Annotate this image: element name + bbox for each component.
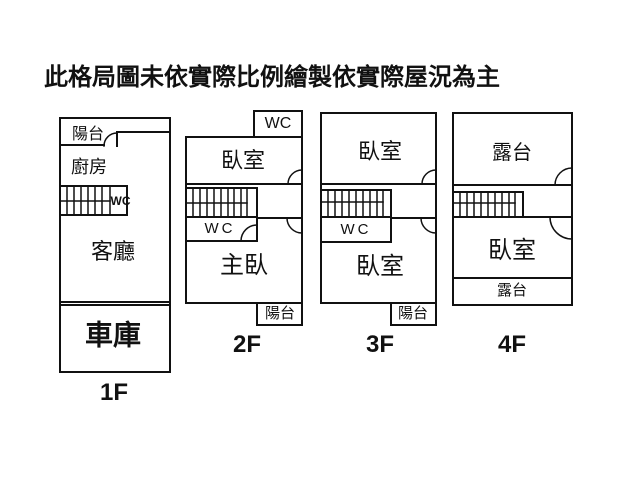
2f-stairs [185, 187, 258, 242]
4f-terrace-bottom-label: 露台 [496, 281, 528, 299]
floorplan-4f-outline [452, 112, 573, 306]
2f-wc-walls [185, 216, 258, 242]
2f-outer-wall [185, 136, 303, 304]
1f-balcony-step-wall [116, 131, 171, 147]
1f-wc-label: WC [110, 194, 131, 208]
3f-balcony-label: 陽台 [397, 304, 429, 322]
4f-stairs [452, 191, 524, 218]
1f-kitchen-label: 廚房 [71, 157, 107, 178]
4f-terrace-top-label: 露台 [492, 142, 532, 164]
2f-master-bedroom-label: 主臥 [220, 251, 268, 279]
2f-balcony-label: 陽台 [264, 304, 296, 322]
1f-outer-wall [59, 117, 171, 373]
1f-balcony-label: 陽台 [71, 126, 105, 144]
2f-bedroom-door-arc [287, 169, 303, 185]
2f-corridor-door-arc [286, 217, 303, 234]
2f-wc-door-arc [240, 224, 258, 242]
1f-balcony-door-arc [103, 132, 118, 147]
3f-outer-wall [320, 112, 437, 304]
1f-stairs [59, 185, 128, 216]
floor-tag-2f: 2F [232, 331, 262, 358]
3f-bedroom-door-arc [421, 169, 437, 185]
1f-garage-wall [59, 301, 171, 306]
3f-bedroom-bottom-label: 臥室 [356, 252, 404, 280]
1f-living-room-label: 客廳 [90, 238, 136, 264]
floor-tag-4f: 4F [497, 331, 527, 358]
floorplan-2f-outline [185, 110, 303, 326]
3f-corridor-door-arc [420, 217, 437, 234]
3f-wc-walls [320, 216, 392, 243]
floor-tag-1f: 1F [99, 379, 129, 406]
3f-balcony-box [390, 302, 437, 326]
4f-corridor-door-arc [549, 216, 573, 240]
3f-wc-label: WC [340, 220, 372, 238]
4f-outer-wall [452, 112, 573, 306]
2f-wc-mid-label: WC [204, 219, 236, 237]
floorplan-3f-outline [320, 112, 437, 326]
1f-garage-label: 車庫 [84, 319, 142, 351]
floor-tag-3f: 3F [365, 331, 395, 358]
2f-wc-top-box [253, 110, 303, 138]
floorplan-1f-outline [59, 117, 171, 373]
3f-bedroom-top-label: 臥室 [357, 138, 403, 164]
4f-bedroom-label: 臥室 [488, 236, 536, 264]
2f-balcony-box [256, 302, 303, 326]
2f-bedroom-label: 臥室 [220, 147, 266, 173]
2f-wc-top-label: WC [264, 115, 292, 133]
page-title: 此格局圖未依實際比例繪製依實際屋況為主 [44, 64, 500, 91]
4f-terrace-door-arc [554, 167, 573, 186]
